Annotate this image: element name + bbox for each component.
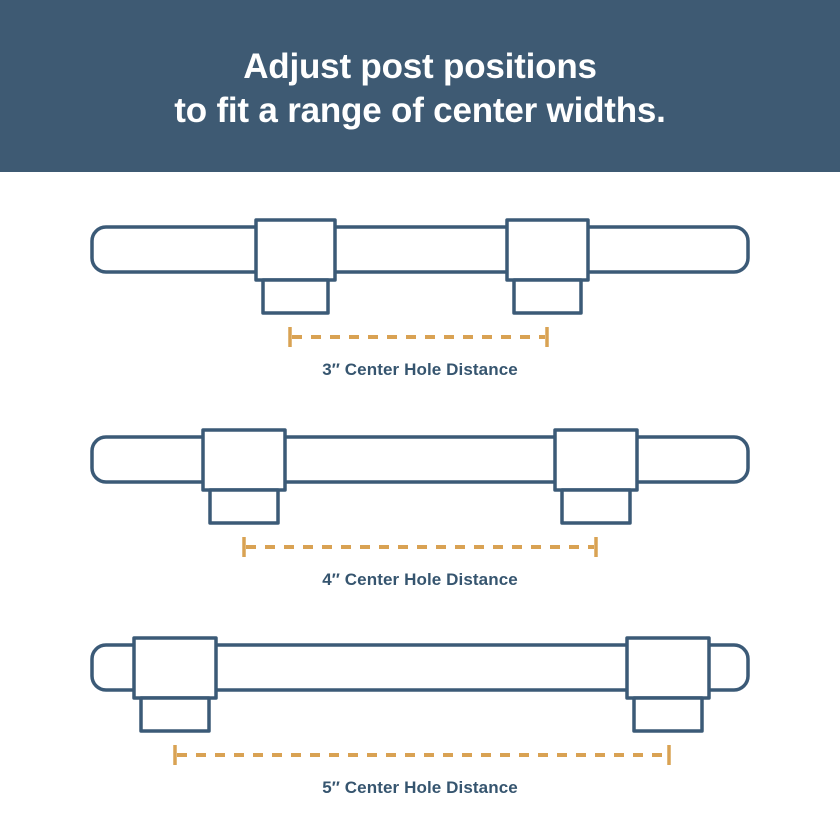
post-block-right	[505, 218, 590, 282]
banner-title-line-2: to fit a range of center widths.	[174, 91, 666, 130]
post-block-right	[625, 636, 711, 700]
handle-bar	[90, 435, 750, 484]
diagram-4in-drawing	[90, 428, 750, 557]
post-foot-left	[261, 278, 330, 315]
diagram-5in: 5″ Center Hole Distance	[0, 613, 840, 813]
dimension-line-3in	[288, 327, 549, 347]
post-foot-right	[632, 696, 704, 733]
handle-bar	[90, 225, 750, 274]
diagram-3in: 3″ Center Hole Distance	[0, 195, 840, 395]
post-block-left	[201, 428, 287, 492]
handle-bar	[90, 643, 750, 692]
dimension-label-4in: 4″ Center Hole Distance	[322, 570, 518, 589]
diagram-4in: 4″ Center Hole Distance	[0, 405, 840, 605]
post-foot-right	[560, 488, 632, 525]
post-foot-left	[208, 488, 280, 525]
dimension-line-5in	[173, 745, 671, 765]
diagram-3in-drawing	[90, 218, 750, 347]
post-block-left	[254, 218, 337, 282]
diagram-5in-drawing	[90, 636, 750, 765]
post-block-left	[132, 636, 218, 700]
banner-title-line-1: Adjust post positions	[243, 47, 597, 86]
header-banner: Adjust post positions to fit a range of …	[0, 0, 840, 172]
post-foot-left	[139, 696, 211, 733]
dimension-label-3in: 3″ Center Hole Distance	[322, 360, 518, 379]
post-block-right	[553, 428, 639, 492]
post-foot-right	[512, 278, 583, 315]
dimension-label-5in: 5″ Center Hole Distance	[322, 778, 518, 797]
dimension-line-4in	[242, 537, 598, 557]
